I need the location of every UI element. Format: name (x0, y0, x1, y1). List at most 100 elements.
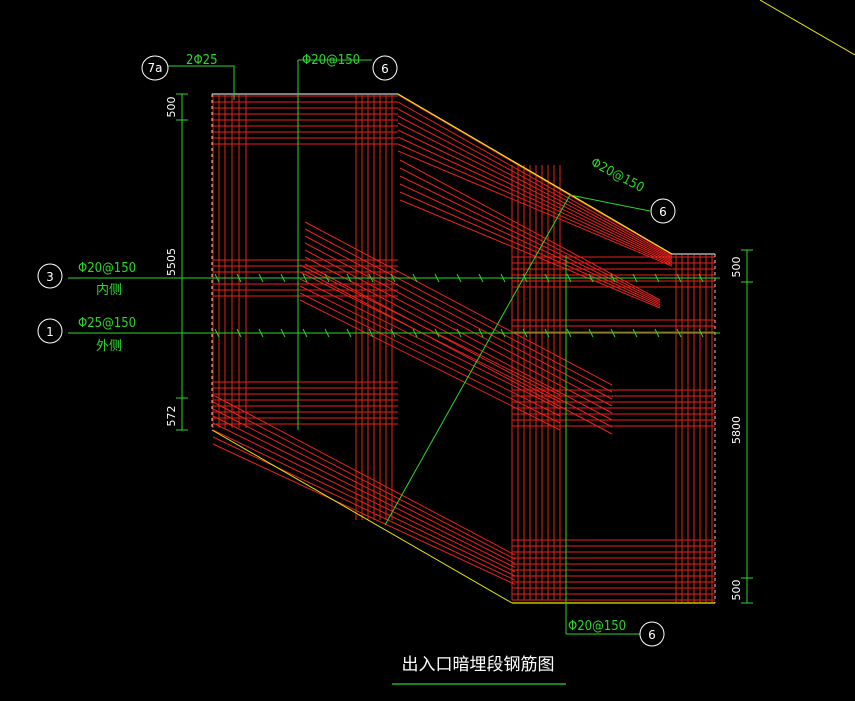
callout-note-1: 外侧 (96, 339, 122, 354)
rebar-diagonal-mid-band (299, 264, 561, 396)
rebar-diagonal-mid-band (299, 278, 561, 410)
rebar-diagonal-top-slab (397, 136, 673, 264)
section-1-tick (500, 328, 506, 338)
callout-bubble-label-6-diagonal: 6 (659, 205, 667, 219)
drawing-title: 出入口暗埋段钢筋图 (402, 655, 555, 675)
rebar-diagonal-top-secondary (399, 167, 661, 303)
callout-1: 1 Φ25@150 外侧 (37, 316, 136, 354)
callout-text-3: Φ20@150 (78, 261, 136, 276)
callout-text-1: Φ25@150 (78, 316, 136, 331)
rebar-diagonal-top-secondary (399, 191, 661, 307)
rebar-diagonal-top-slab (397, 143, 673, 266)
section-3-tick (632, 273, 638, 283)
annotation-lines (68, 0, 855, 635)
section-1-tick (434, 328, 440, 338)
callout-3: 3 Φ20@150 内侧 (37, 261, 136, 298)
rebar-diagonal-top-secondary (399, 199, 661, 309)
left-dim-bottom: 572 (165, 406, 178, 427)
callout-bubble-label-7a: 7a (148, 61, 163, 75)
rebar-diagonal-mid-band (304, 263, 613, 428)
rebar-diagonal-mid-band (304, 270, 613, 435)
callout-leader-6-diagonal-h (569, 194, 651, 212)
rebar-diagonal-bottom-band (212, 401, 516, 560)
outline-bottom-slope-edge (211, 429, 513, 604)
callout-text-6-diagonal: Φ20@150 (588, 155, 646, 196)
rebar-diagonal-bottom-band (212, 436, 516, 581)
section-1-tick (456, 328, 462, 338)
section-3-tick (368, 273, 374, 283)
section-3-tick (654, 273, 660, 283)
section-1-tick (610, 328, 616, 338)
rebar-diagonal-mid-band (299, 285, 561, 417)
rebar-diagonal-mid-band (304, 235, 613, 400)
section-1-tick (346, 328, 352, 338)
outline-top-slope-edge (397, 93, 673, 255)
section-3-tick (522, 273, 528, 283)
rebar-diagonal-top-slab (397, 101, 673, 257)
section-1-tick (368, 328, 374, 338)
section-1-tick (390, 328, 396, 338)
section-3-tick (390, 273, 396, 283)
section-3-tick (478, 273, 484, 283)
section-3-tick (280, 273, 286, 283)
callout-bubble-7a (141, 55, 169, 81)
section-1-tick (698, 328, 704, 338)
section-1-tick (302, 328, 308, 338)
right-dimension-chain: 500 5800 500 (730, 257, 743, 601)
callout-bubble-label-6-bottom: 6 (648, 628, 656, 642)
rebar-diagonal-top-slab (397, 108, 673, 259)
section-3-tick (566, 273, 572, 283)
section-3-tick (236, 273, 242, 283)
section-1-tick (588, 328, 594, 338)
callout-7a: 7a 2Φ25 (141, 53, 218, 81)
callout-6-top: Φ20@150 6 (302, 53, 398, 81)
drawing-title-block: 出入口暗埋段钢筋图 (392, 655, 566, 685)
callout-bubble-label-6-top: 6 (381, 62, 389, 76)
right-dim-bottom: 500 (730, 580, 743, 601)
rebar-diagonal-mid-band (299, 299, 561, 431)
callout-leader-6-diagonal (384, 194, 571, 526)
section-3-tick (214, 273, 220, 283)
section-3-tick (500, 273, 506, 283)
left-dimension-chain: 500 5505 572 (165, 97, 178, 427)
rebar-diagonal-top-slab (397, 122, 673, 262)
right-dim-middle: 5800 (730, 416, 743, 444)
rebar-diagonal-mid-band (304, 256, 613, 421)
section-1-tick (522, 328, 528, 338)
section-1-tick (566, 328, 572, 338)
section-3-tick (412, 273, 418, 283)
callout-bubble-label-1: 1 (46, 325, 54, 339)
rebar-diagonal-mid-band (304, 228, 613, 393)
section-3-tick (302, 273, 308, 283)
section-3-tick (544, 273, 550, 283)
section-3-tick (676, 273, 682, 283)
right-dim-top: 500 (730, 257, 743, 278)
rebar-diagonal-bottom-band (212, 422, 516, 573)
rebar-diagonal-top-slab (397, 129, 673, 263)
callout-bubble-1 (37, 318, 63, 344)
callout-text-6-bottom: Φ20@150 (568, 619, 626, 634)
callout-6-bottom: Φ20@150 6 (568, 619, 665, 647)
rebar-diagonal-mid-band (299, 271, 561, 403)
construction-line-top-right (759, 0, 855, 56)
callout-text-7a: 2Φ25 (186, 53, 218, 68)
section-3-tick (258, 273, 264, 283)
rebar-diagonal-top-secondary (399, 175, 661, 304)
section-3-tick (456, 273, 462, 283)
section-1-tick (654, 328, 660, 338)
rebar-diagonal-bottom-band (212, 415, 516, 569)
rebar-diagonal-top-slab (397, 150, 673, 267)
rebar-diagonal-top-secondary (399, 183, 661, 306)
section-1-tick (258, 328, 264, 338)
rebar-diagonal-top-slab (397, 115, 673, 260)
section-1-tick (676, 328, 682, 338)
section-1-tick (214, 328, 220, 338)
section-1-tick (280, 328, 286, 338)
section-1-tick (412, 328, 418, 338)
section-1-tick (632, 328, 638, 338)
callout-text-6-top: Φ20@150 (302, 53, 360, 68)
rebar-diagonal-top-slab (397, 94, 673, 256)
outline-top-edge (212, 93, 715, 255)
callout-leader-7a (168, 65, 235, 100)
